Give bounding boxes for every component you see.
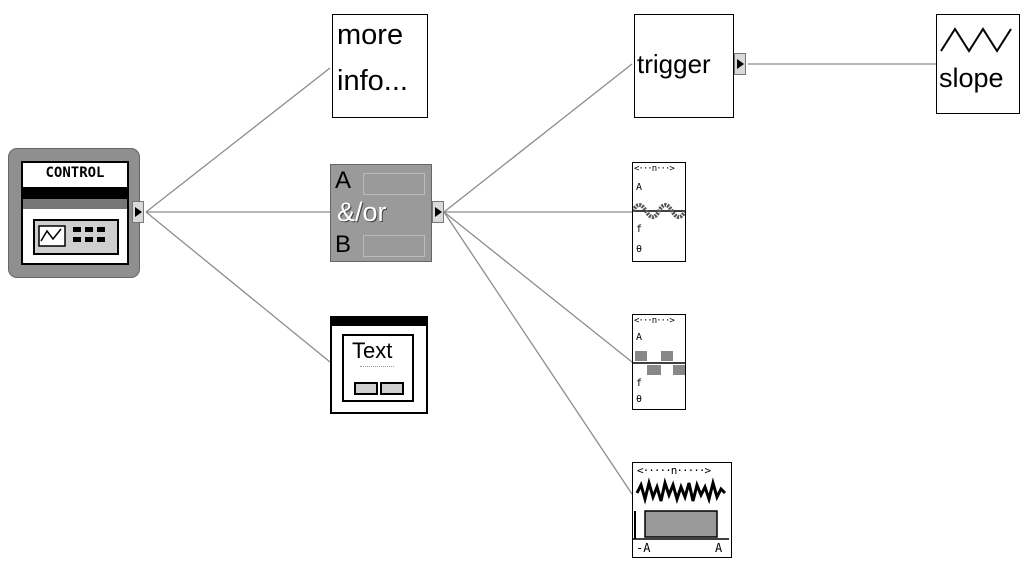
noise-top-arrow: <·····n·····> [637, 464, 711, 477]
text-dialog-node[interactable]: Text [330, 316, 428, 414]
square-top-arrow: <···n···> [634, 316, 675, 326]
text-dialog-label: Text [352, 338, 393, 363]
control-output-port[interactable] [132, 201, 144, 223]
slope-label: slope [939, 63, 1004, 93]
link-and-or-trigger [443, 63, 633, 213]
sine-wave-icon [633, 203, 685, 219]
control-node[interactable]: CONTROL [8, 148, 140, 278]
small-panel-icon-b [363, 235, 425, 257]
square-amp-label: A [636, 332, 643, 343]
sine-phase-label: θ [636, 244, 643, 255]
sine-freq-label: f [636, 224, 643, 235]
text-dialog-inner: Text [342, 334, 414, 402]
instrument-panel-icon [33, 219, 119, 255]
small-panel-icon [363, 173, 425, 195]
dialog-button-icon-2 [380, 382, 404, 395]
more-info-line1: more [337, 19, 404, 51]
and-or-b-label: B [335, 231, 352, 258]
link-control-text [145, 211, 331, 363]
and-or-a-label: A [335, 167, 352, 194]
slope-node[interactable]: slope [936, 14, 1020, 114]
noise-signal-icon [633, 477, 729, 540]
wave-icon [940, 27, 1012, 53]
noise-right-label: A [715, 541, 723, 555]
link-and-or-square [443, 211, 633, 363]
and-or-operator-label: &/or [337, 197, 387, 227]
more-info-node[interactable]: more info... [332, 14, 428, 118]
control-window-icon: CONTROL [21, 161, 129, 265]
noise-left-label: -A [636, 541, 651, 555]
control-label: CONTROL [45, 165, 105, 181]
sine-top-arrow: <···n···> [634, 164, 675, 174]
trigger-node[interactable]: trigger [634, 14, 734, 118]
and-or-node[interactable]: A &/or B [330, 164, 432, 262]
square-freq-label: f [636, 378, 643, 389]
sine-wave-panel[interactable]: <···n···> A f θ [632, 162, 686, 262]
link-control-more-info [145, 67, 331, 213]
noise-panel[interactable]: <·····n·····> -A A [632, 462, 732, 558]
square-wave-icon [633, 351, 685, 375]
square-wave-panel[interactable]: <···n···> A f θ [632, 314, 686, 410]
trigger-output-port[interactable] [734, 53, 746, 75]
dialog-button-icon [354, 382, 378, 395]
link-and-or-noise [443, 211, 633, 495]
square-phase-label: θ [636, 394, 643, 405]
and-or-output-port[interactable] [432, 201, 444, 223]
more-info-line2: info... [337, 65, 408, 97]
trigger-label: trigger [637, 49, 711, 79]
sine-amp-label: A [636, 182, 643, 193]
